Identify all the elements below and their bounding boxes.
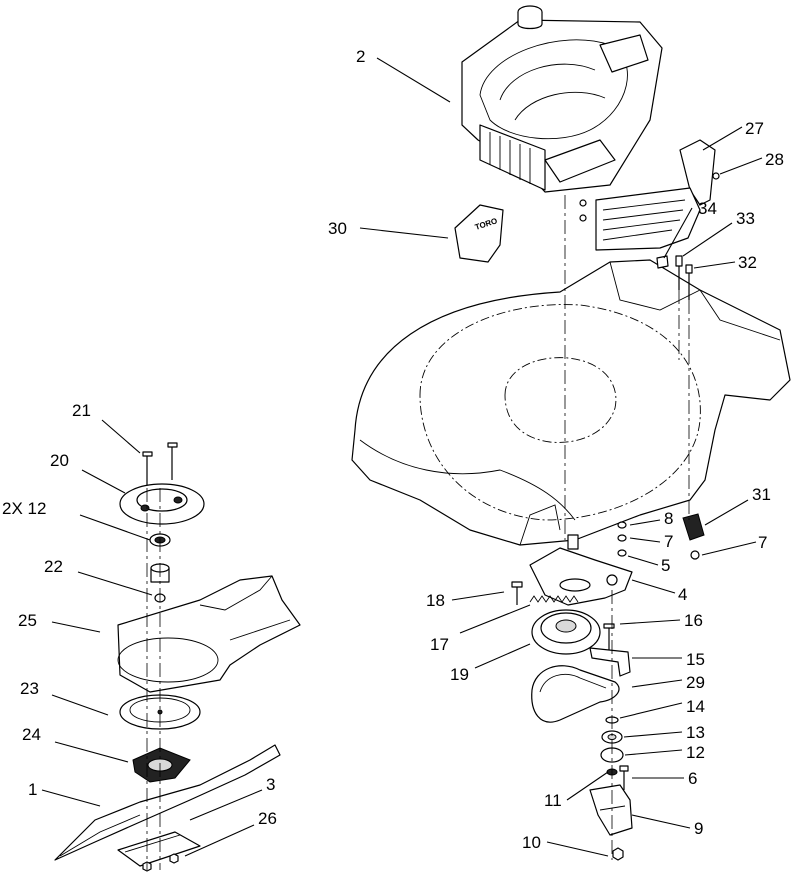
callout-3: 3	[266, 775, 275, 794]
housing-part-25	[117, 575, 301, 693]
belt-part-29	[531, 665, 620, 723]
callout-25: 25	[18, 611, 37, 630]
leader-lines	[41, 57, 763, 857]
callout-2x12: 2X 12	[2, 499, 46, 518]
callout-33: 33	[736, 209, 755, 228]
callout-27: 27	[745, 119, 764, 138]
callout-13: 13	[686, 723, 705, 742]
mower-deck	[351, 259, 791, 546]
hardware-part-32-33-34	[656, 255, 693, 300]
callout-31: 31	[752, 485, 771, 504]
callout-4: 4	[678, 585, 687, 604]
callout-1: 1	[28, 780, 37, 799]
callout-32: 32	[738, 253, 757, 272]
callout-34: 34	[698, 199, 717, 218]
bolts-part-21	[142, 442, 178, 488]
callout-15: 15	[686, 650, 705, 669]
callout-17: 17	[430, 635, 449, 654]
callout-8: 8	[664, 509, 673, 528]
callout-19: 19	[450, 665, 469, 684]
idler-bracket-part-4	[529, 521, 633, 606]
callout-22: 22	[44, 557, 63, 576]
callout-2: 2	[356, 47, 365, 66]
adapter-part-24	[132, 747, 191, 783]
callout-16: 16	[684, 611, 703, 630]
callout-9: 9	[694, 819, 703, 838]
callout-18: 18	[426, 591, 445, 610]
callout-24: 24	[22, 725, 41, 744]
decal-part-30: TORO	[454, 204, 504, 263]
belt-guard-part-27	[579, 139, 720, 251]
callout-23: 23	[20, 679, 39, 698]
callout-21: 21	[72, 401, 91, 420]
stiffener-part-3	[117, 831, 201, 872]
bolt-part-18	[511, 581, 523, 605]
bracket-part-9	[589, 784, 633, 861]
engine-part-2	[461, 5, 663, 193]
bracket-part-15	[589, 623, 631, 677]
callout-28: 28	[765, 150, 784, 169]
callout-labels: 2 27 28 30 34 33 32 21 20 2X 12 22 25 23…	[2, 47, 784, 852]
pulley-part-19	[531, 609, 601, 655]
hub-plate-part-20	[119, 483, 205, 525]
bolt-part-6	[619, 765, 629, 790]
callout-29: 29	[686, 673, 705, 692]
callout-30: 30	[328, 219, 347, 238]
knob-part-31	[682, 513, 705, 560]
callout-20: 20	[50, 451, 69, 470]
spring-part-17	[529, 595, 579, 603]
callout-14: 14	[686, 697, 705, 716]
callout-12: 12	[686, 743, 705, 762]
callout-6: 6	[688, 769, 697, 788]
callout-26: 26	[258, 809, 277, 828]
callout-11: 11	[544, 791, 562, 810]
callout-7b: 7	[758, 533, 767, 552]
callout-10: 10	[522, 833, 541, 852]
callout-5: 5	[661, 556, 670, 575]
blade-part-1	[54, 744, 281, 861]
callout-7a: 7	[664, 532, 673, 551]
